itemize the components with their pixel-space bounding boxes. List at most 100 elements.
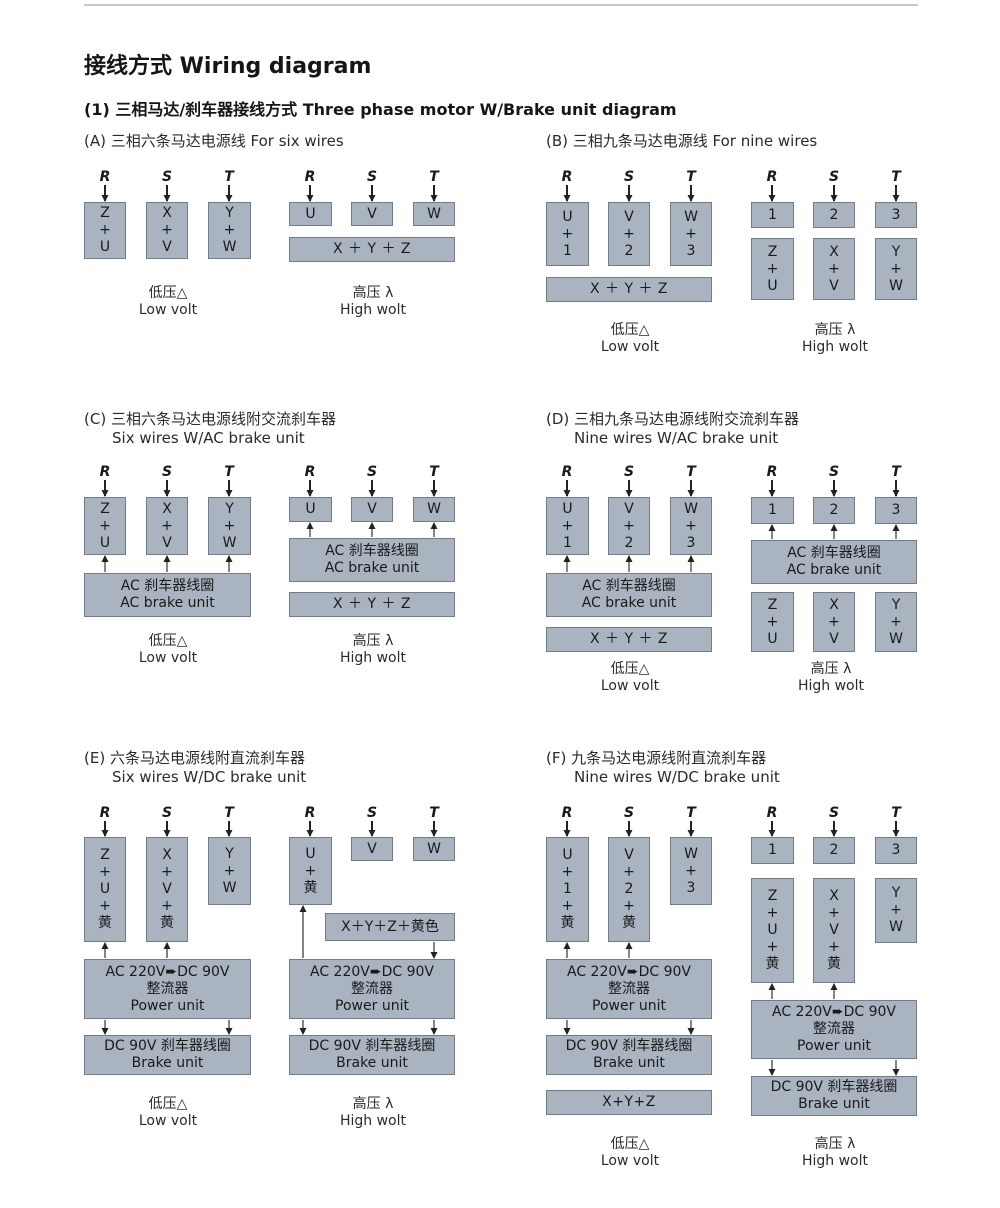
terminal-label: Z: [100, 500, 110, 517]
terminal-label: +: [890, 260, 902, 277]
terminal-label: 2: [624, 534, 634, 551]
terminal-label: DC 90V 刹车器线圈: [308, 1038, 436, 1054]
terminal-box-u1: U+1: [546, 497, 589, 555]
terminal-label: 2: [624, 242, 634, 259]
terminal-label: X: [162, 847, 172, 863]
section-title: (F) 九条马达电源线附直流刹车器: [546, 749, 767, 767]
terminal-label: +: [828, 260, 840, 277]
phase-label-s: S: [161, 169, 173, 185]
terminal-label: +: [561, 225, 574, 242]
terminal-box-zu: Z+U: [751, 592, 794, 652]
terminal-label: +: [223, 222, 236, 238]
terminal-label: 1: [563, 534, 572, 551]
terminal-label: W: [222, 879, 237, 896]
phase-label-t: T: [891, 169, 901, 185]
phase-label-t: T: [429, 464, 439, 480]
terminal-box-u-yellow: U+黄: [289, 837, 332, 905]
terminal-label: X ＋ Y ＋ Z: [589, 281, 669, 297]
terminal-label: +: [828, 905, 840, 921]
terminal-label: DC 90V 刹车器线圈: [770, 1079, 898, 1095]
terminal-label: X+Y+Z: [602, 1094, 656, 1110]
terminal-label: V: [829, 630, 839, 647]
terminal-label: U: [305, 845, 316, 862]
terminal-label: +: [161, 517, 173, 534]
phase-label-t: T: [686, 805, 696, 821]
terminal-label: Z: [767, 888, 778, 904]
caption-cn: 低压△: [610, 661, 650, 677]
low-volt-caption-e: 低压△Low volt: [98, 1096, 238, 1130]
terminal-label: V: [829, 277, 839, 294]
terminal-box-n2: 2: [813, 497, 855, 524]
phase-label-s: S: [366, 464, 378, 480]
caption-cn: 高压 λ: [352, 633, 394, 649]
caption-en: Low volt: [600, 678, 660, 694]
terminal-label: AC 刹车器线圈: [787, 545, 881, 561]
terminal-label: AC 220V➨DC 90V: [105, 963, 230, 980]
phase-label-s: S: [366, 169, 378, 185]
terminal-label: X＋Y＋Z＋黄色: [341, 918, 439, 935]
terminal-label: V: [624, 847, 634, 863]
terminal-box-n3: 3: [875, 497, 917, 524]
caption-en: High wolt: [339, 650, 407, 666]
terminal-label: X: [829, 888, 839, 904]
terminal-label: Y: [225, 845, 234, 862]
terminal-label: 1: [563, 242, 572, 259]
terminal-label: V: [367, 840, 377, 857]
phase-label-r: R: [766, 169, 778, 185]
phase-label-s: S: [366, 805, 378, 821]
terminal-label: +: [99, 898, 111, 914]
terminal-label: DC 90V 刹车器线圈: [565, 1038, 693, 1054]
terminal-label: AC 220V➨DC 90V: [310, 963, 434, 980]
terminal-box-n2: 2: [813, 837, 855, 864]
phase-label-t: T: [686, 464, 696, 480]
terminal-label: W: [222, 239, 237, 255]
terminal-label: W: [684, 845, 698, 862]
terminal-label: +: [99, 864, 111, 880]
terminal-label: U: [767, 277, 778, 294]
terminal-label: W: [427, 501, 441, 517]
phase-label-s: S: [828, 464, 840, 480]
terminal-box-v2: V+2: [608, 497, 650, 555]
terminal-label: +: [161, 864, 173, 880]
caption-en: Low volt: [138, 650, 198, 666]
terminal-label: Z: [767, 243, 778, 260]
phase-label-r: R: [766, 464, 778, 480]
caption-cn: 低压△: [148, 285, 188, 301]
terminal-box-xyz: X ＋ Y ＋ Z: [289, 592, 455, 617]
terminal-label: X: [829, 243, 839, 260]
terminal-label: +: [561, 517, 574, 534]
terminal-label: AC brake unit: [581, 595, 677, 611]
terminal-label: +: [561, 898, 574, 914]
phase-label-t: T: [429, 169, 439, 185]
section-title-en: Nine wires W/AC brake unit: [574, 429, 779, 447]
terminal-box-yw: Y+W: [875, 592, 917, 652]
caption-en: Low volt: [600, 339, 660, 355]
terminal-label: AC brake unit: [786, 562, 882, 578]
caption-en: Low volt: [138, 1113, 198, 1129]
terminal-box-w3: W+3: [670, 497, 712, 555]
terminal-box-v2-yellow: V+2+黄: [608, 837, 650, 942]
terminal-label: X ＋ Y ＋ Z: [332, 596, 412, 612]
terminal-box-yw: Y+W: [875, 878, 917, 943]
terminal-label: +: [223, 517, 236, 534]
terminal-box-xv: X+V: [813, 238, 855, 300]
terminal-label: V: [624, 208, 634, 225]
terminal-label: U: [305, 501, 316, 517]
phase-label-r: R: [99, 805, 111, 821]
phase-label-s: S: [623, 169, 635, 185]
terminal-label: 黄: [560, 915, 575, 931]
terminal-label: AC 刹车器线圈: [325, 543, 419, 559]
phase-label-s: S: [161, 464, 173, 480]
terminal-label: X: [162, 205, 172, 221]
terminal-label: +: [766, 613, 779, 630]
terminal-box-zu-yellow: Z+U+黄: [84, 837, 126, 942]
terminal-label: AC 220V➨DC 90V: [567, 963, 691, 980]
